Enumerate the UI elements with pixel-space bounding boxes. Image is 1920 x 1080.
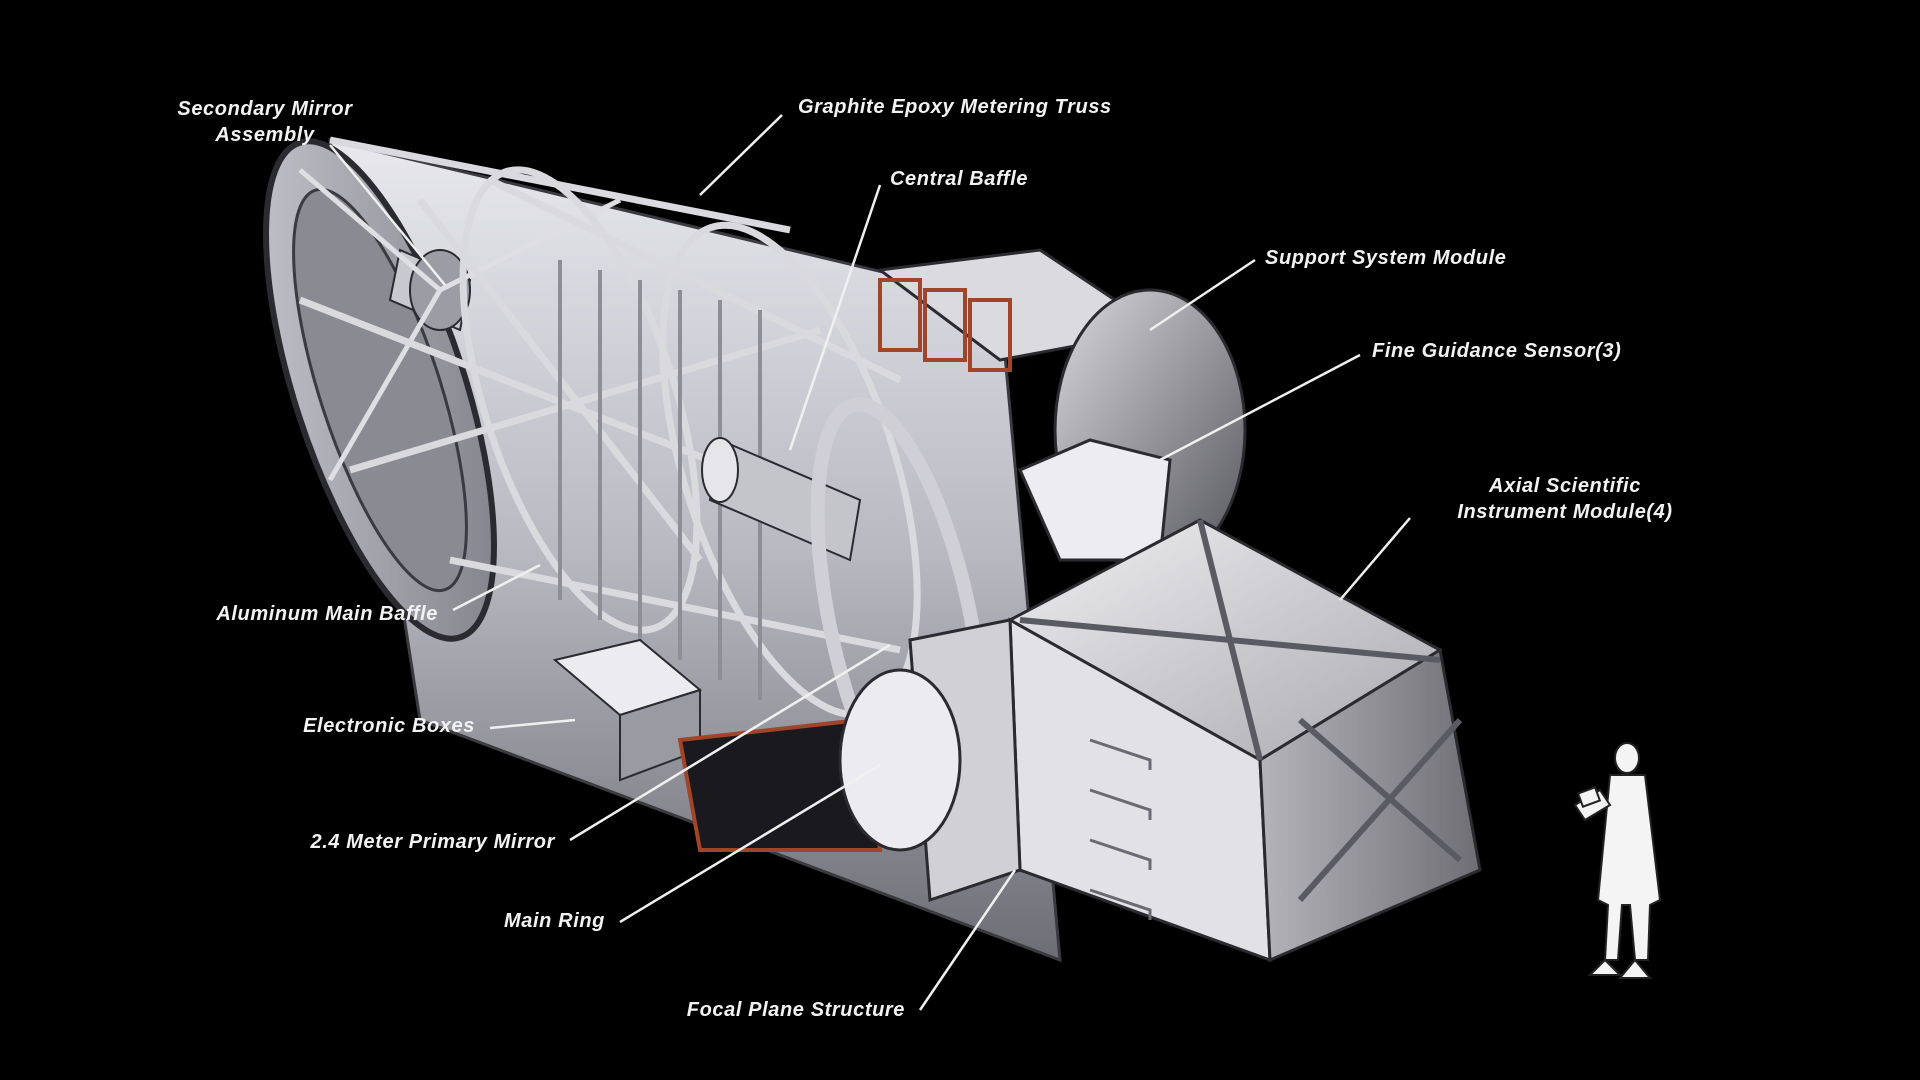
label-electronic-boxes: Electronic Boxes (303, 715, 475, 737)
label-secondary-mirror-line2: Assembly (215, 124, 315, 146)
label-central-baffle: Central Baffle (890, 168, 1029, 190)
leader-main-ring (619, 763, 881, 924)
person-silhouette (1573, 742, 1662, 979)
leader-fine-guidance (1159, 353, 1361, 462)
fine-guidance-sensor (1018, 438, 1172, 562)
electronic-boxes (552, 638, 883, 852)
label-main-ring: Main Ring (504, 910, 605, 932)
label-focal-plane-structure: Focal Plane Structure (686, 999, 905, 1021)
leader-support-system (1149, 258, 1256, 332)
focal-plane-structure (838, 618, 1022, 903)
label-axial-scientific-instrument-module: Axial Scientific Instrument Module(4) (1440, 473, 1690, 525)
label-secondary-mirror-line1: Secondary Mirror (177, 98, 353, 120)
label-axial-line1: Axial Scientific (1489, 475, 1641, 497)
leader-secondary-mirror (329, 144, 446, 286)
leader-focal-plane (918, 869, 1017, 1011)
leader-lines (329, 114, 1411, 1011)
baffle-vanes (558, 260, 762, 700)
leader-aluminum-baffle (452, 563, 541, 612)
leader-electronic-boxes (489, 718, 576, 730)
label-aluminum-main-baffle: Aluminum Main Baffle (216, 603, 438, 625)
label-primary-mirror: 2.4 Meter Primary Mirror (310, 831, 555, 853)
label-fine-guidance-sensor: Fine Guidance Sensor(3) (1372, 340, 1622, 362)
label-secondary-mirror-assembly: Secondary Mirror Assembly (160, 96, 370, 148)
leader-primary-mirror (569, 643, 891, 842)
label-graphite-epoxy-metering-truss: Graphite Epoxy Metering Truss (798, 96, 1112, 118)
leader-metering-truss (699, 114, 783, 196)
label-support-system-module: Support System Module (1265, 247, 1507, 269)
label-axial-line2: Instrument Module(4) (1457, 501, 1673, 523)
axial-instrument-module (1006, 518, 1482, 963)
leader-axial-instrument (1339, 517, 1411, 601)
leader-central-baffle (788, 184, 882, 451)
